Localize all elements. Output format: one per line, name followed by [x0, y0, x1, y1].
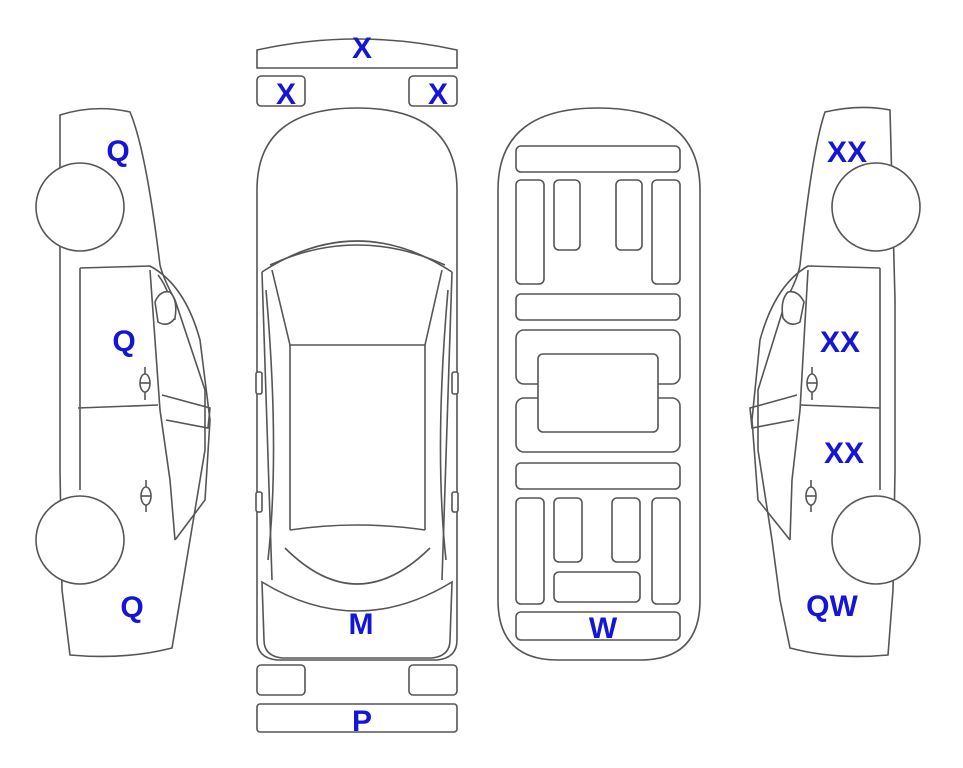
right-side-body[interactable]: [757, 106, 896, 658]
top-view: [255, 107, 459, 661]
right-rear-quarter-label: QW: [806, 590, 858, 623]
left-rear-door-panel[interactable]: [80, 405, 170, 540]
rear-bumper-label: P: [352, 705, 372, 738]
left-side-view: [35, 107, 211, 658]
front-bumper-panel[interactable]: [256, 38, 458, 69]
right-front-fender-label: XX: [827, 136, 867, 169]
front-left-lamp-label: X: [276, 78, 296, 111]
left-rear-wheel: [35, 495, 125, 585]
front-right-lamp-label: X: [428, 78, 448, 111]
right-front-door-label: XX: [820, 326, 860, 359]
right-rear-door-label: XX: [824, 437, 864, 470]
right-front-wheel: [831, 162, 921, 252]
left-rear-quarter-label: Q: [120, 591, 143, 624]
right-rear-wheel: [831, 495, 921, 585]
rear-right-lamp[interactable]: [408, 664, 458, 696]
windshield-label: M: [349, 608, 374, 641]
rear-bumper-panel[interactable]: [256, 703, 458, 733]
top-view-body: [256, 107, 458, 661]
front-left-lamp-panel[interactable]: [256, 75, 306, 107]
left-side-body[interactable]: [59, 107, 206, 658]
underside-view: [497, 107, 701, 661]
left-front-wheel: [35, 162, 125, 252]
front-bumper-label: X: [352, 32, 372, 65]
left-front-fender-label: Q: [106, 135, 129, 168]
rear-window-panel[interactable]: [515, 611, 681, 641]
right-side-view: [749, 106, 921, 658]
left-front-door-label: Q: [112, 325, 135, 358]
windshield-panel[interactable]: [261, 580, 453, 659]
front-right-lamp-panel[interactable]: [408, 75, 458, 107]
rear-window-label: W: [589, 612, 618, 645]
rear-left-lamp[interactable]: [256, 664, 306, 696]
